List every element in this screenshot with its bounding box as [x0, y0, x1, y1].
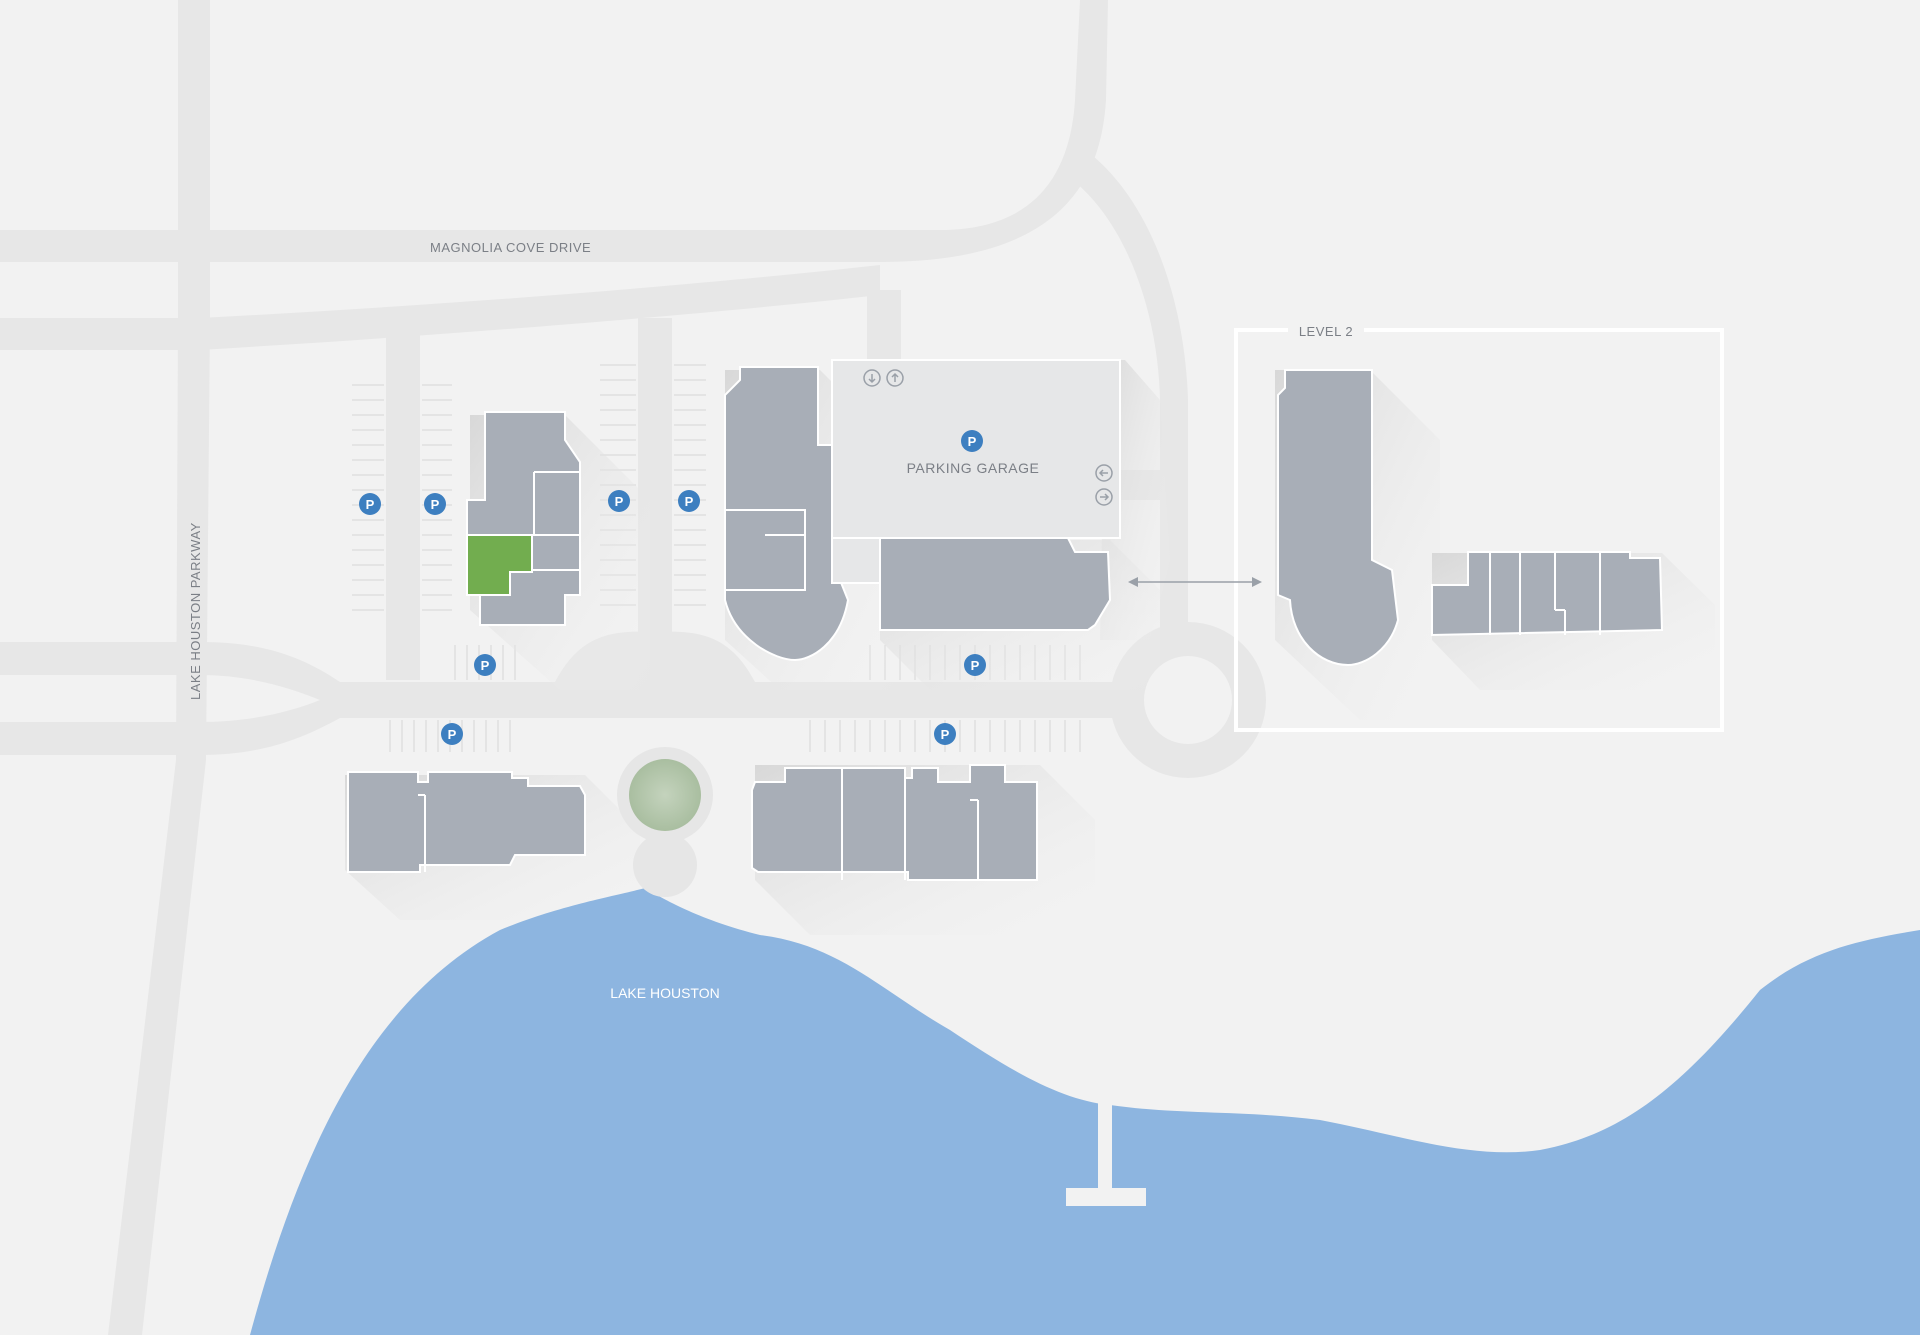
fountain	[629, 759, 701, 831]
buildings	[347, 359, 1121, 881]
level-2-inset	[1234, 318, 1724, 732]
pier	[1066, 1085, 1146, 1206]
parking-marker-icon[interactable]: P	[359, 493, 381, 515]
garage-lower-block	[831, 537, 883, 584]
parking-marker-icon[interactable]: P	[474, 654, 496, 676]
svg-text:P: P	[481, 658, 490, 673]
highlighted-unit[interactable]	[466, 534, 533, 596]
parking-marker-icon[interactable]: P	[441, 723, 463, 745]
fountain-plaza	[617, 747, 713, 897]
svg-text:P: P	[431, 497, 440, 512]
parking-marker-icon[interactable]: P	[961, 430, 983, 452]
parking-marker-icon[interactable]: P	[934, 723, 956, 745]
parking-markers: P P P P P P P P P	[359, 430, 986, 745]
garage-up-arrow-icon	[886, 369, 904, 387]
service-road-3	[867, 290, 901, 360]
double-arrow-icon	[1128, 577, 1262, 587]
building-sw	[347, 771, 586, 873]
lake-houston	[250, 888, 1920, 1335]
svg-text:P: P	[448, 727, 457, 742]
parking-marker-icon[interactable]: P	[678, 490, 700, 512]
level-2-label: LEVEL 2	[1299, 324, 1353, 339]
east-curve-road	[1070, 152, 1188, 670]
parking-marker-icon[interactable]: P	[964, 654, 986, 676]
level-2-frame	[1234, 328, 1724, 732]
level-2-building-tall	[1277, 369, 1400, 667]
building-se	[751, 764, 1038, 881]
diagonal-road	[0, 265, 880, 350]
roundabout-island	[1144, 656, 1232, 744]
garage-right-arrow-icon	[1095, 488, 1113, 506]
svg-text:P: P	[366, 497, 375, 512]
garage-left-arrow-icon	[1095, 464, 1113, 482]
lake-label: LAKE HOUSTON	[610, 985, 719, 1001]
level-2-label-bg	[1288, 318, 1364, 342]
building-c	[879, 537, 1112, 631]
svg-text:P: P	[968, 434, 977, 449]
svg-text:P: P	[941, 727, 950, 742]
service-road-1	[386, 335, 420, 680]
svg-text:P: P	[615, 494, 624, 509]
magnolia-street-label: MAGNOLIA COVE DRIVE	[430, 240, 591, 255]
parkway-street-label: LAKE HOUSTON PARKWAY	[188, 522, 203, 700]
svg-text:P: P	[971, 658, 980, 673]
main-lower-road	[0, 642, 1130, 755]
garage-label: PARKING GARAGE	[907, 460, 1040, 476]
parking-marker-icon[interactable]: P	[608, 490, 630, 512]
svg-text:P: P	[685, 494, 694, 509]
garage-down-arrow-icon	[863, 369, 881, 387]
parking-marker-icon[interactable]: P	[424, 493, 446, 515]
building-b	[724, 366, 850, 662]
magnolia-road	[0, 0, 1108, 262]
